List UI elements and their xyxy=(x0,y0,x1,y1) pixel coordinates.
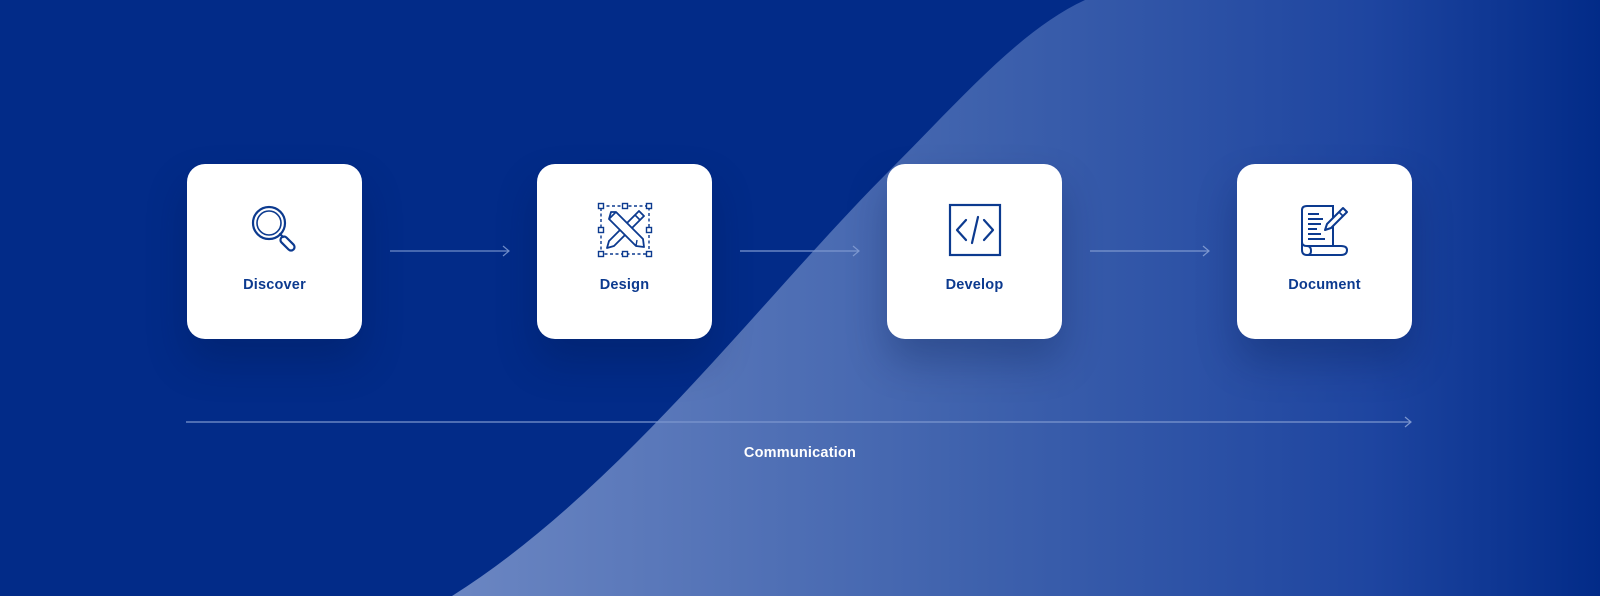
step-label: Design xyxy=(599,277,650,293)
code-icon xyxy=(947,202,1003,258)
magnifier-icon xyxy=(247,202,303,258)
step-card-develop: Develop xyxy=(887,164,1062,339)
step-label: Develop xyxy=(945,277,1004,293)
communication-label: Communication xyxy=(743,445,857,461)
step-card-design: Design xyxy=(537,164,712,339)
connector-arrow xyxy=(740,244,862,258)
design-tools-icon xyxy=(597,202,653,258)
step-card-document: Document xyxy=(1237,164,1412,339)
step-card-discover: Discover xyxy=(187,164,362,339)
connector-arrow xyxy=(1090,244,1212,258)
document-icon xyxy=(1297,202,1353,258)
step-label: Document xyxy=(1288,277,1361,293)
communication-arrow xyxy=(186,415,1414,429)
connector-arrow xyxy=(390,244,512,258)
step-label: Discover xyxy=(243,277,306,293)
